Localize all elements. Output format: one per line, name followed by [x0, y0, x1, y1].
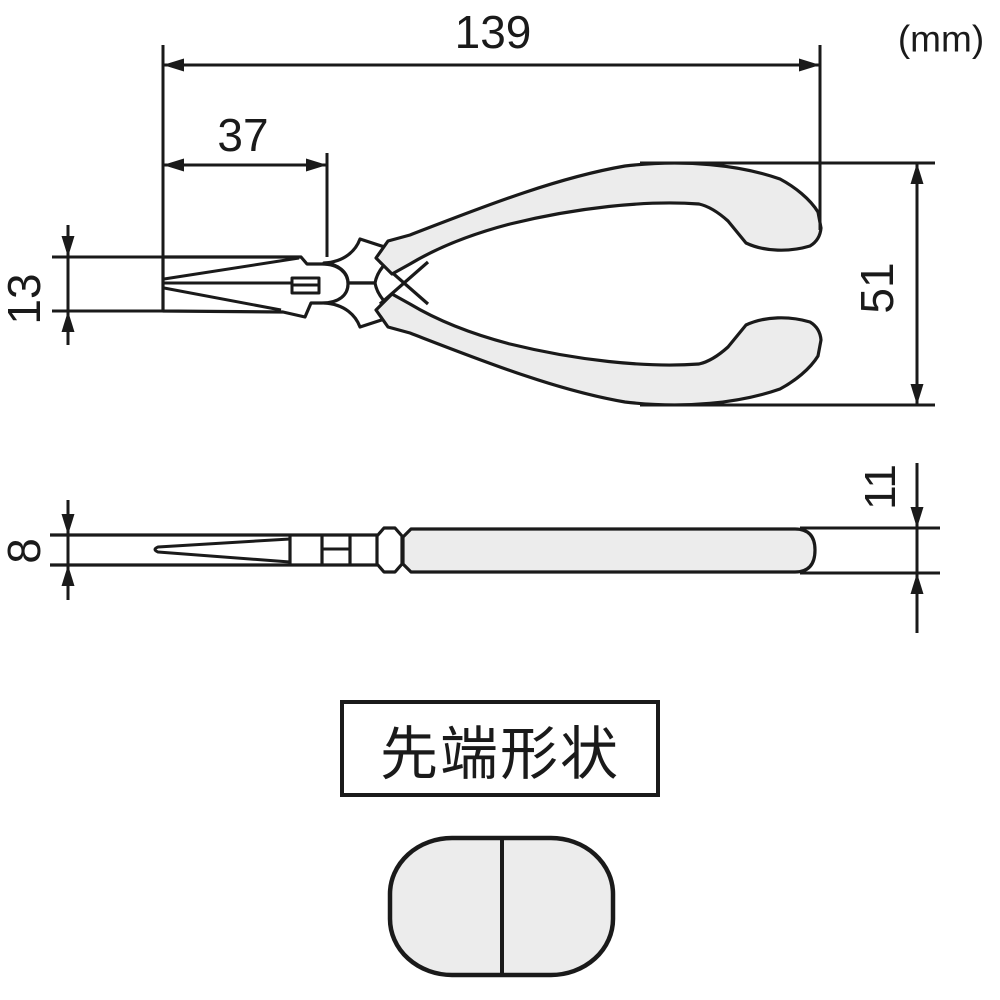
dim-37 — [163, 153, 329, 257]
dim-8 — [61, 500, 75, 600]
dim-11 — [800, 463, 940, 633]
dim-139 — [161, 45, 822, 293]
pliers-side-view — [50, 526, 817, 574]
jaw-length-label: 37 — [217, 109, 269, 161]
tip-cross-section — [387, 835, 616, 978]
handle-thickness-label: 11 — [856, 464, 905, 510]
nose-thickness-label: 8 — [0, 538, 50, 564]
handles-top — [374, 161, 823, 407]
jaw-height-label: 13 — [0, 273, 50, 325]
tip-shape-callout-box: 先端形状 — [340, 700, 660, 797]
handle-side — [401, 527, 817, 574]
dim-13 — [52, 225, 163, 345]
dimension-lines — [52, 45, 940, 633]
nose-side — [50, 526, 404, 574]
upper-handle — [374, 161, 823, 276]
handle-open-width-label: 51 — [851, 262, 903, 314]
dim-51 — [640, 161, 935, 407]
pliers-top-view — [161, 161, 823, 407]
lower-handle — [374, 292, 823, 407]
tip-shape-label: 先端形状 — [379, 721, 620, 787]
nose-top — [161, 255, 350, 319]
overall-length-label: 139 — [454, 6, 532, 58]
unit-label: (mm) — [897, 18, 985, 60]
